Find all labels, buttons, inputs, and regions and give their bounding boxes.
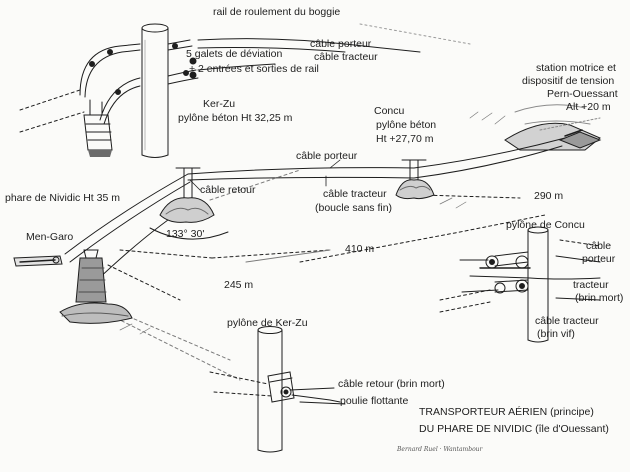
label-phare-nividic: phare de Nividic Ht 35 m xyxy=(5,192,120,204)
kerzu-top-pylon-drawing xyxy=(19,23,471,158)
label-concu-porteur: porteur xyxy=(582,253,616,265)
label-top-cable-tracteur: câble tracteur xyxy=(314,51,378,63)
label-rail-boggie: rail de roulement du boggie xyxy=(213,6,341,18)
kerzu-detail-pylon-drawing xyxy=(209,326,346,453)
kerzu-mid-pylon-drawing xyxy=(159,167,215,223)
label-concu-brin-mort: (brin mort) xyxy=(575,292,624,304)
label-kerzu-height: pylône béton Ht 32,25 m xyxy=(178,112,293,124)
label-mid-boucle-sans-fin: (boucle sans fin) xyxy=(315,202,393,214)
artist-signature: Bernard Ruel · Wantambour xyxy=(397,446,483,453)
concu-mid-pylon-drawing xyxy=(395,159,435,200)
label-station-2: dispositif de tension xyxy=(522,75,615,87)
label-entrees-sorties-rail: + 2 entrées et sorties de rail xyxy=(189,63,319,75)
label-station-3: Pern-Ouessant xyxy=(547,88,618,100)
label-distance-290: 290 m xyxy=(534,190,564,202)
label-top-cable-porteur: câble porteur xyxy=(310,38,372,50)
label-concu-name: Concu xyxy=(374,105,405,117)
label-angle: 133° 30' xyxy=(166,228,205,240)
label-station-4: Alt +20 m xyxy=(566,101,611,113)
label-concu-detail-title: pylône de Concu xyxy=(506,219,585,231)
label-distance-410: 410 m xyxy=(345,243,375,255)
angle-arc xyxy=(149,227,229,240)
label-station-1: station motrice et xyxy=(536,62,616,74)
caption-title: TRANSPORTEUR AÉRIEN (principe) xyxy=(419,406,594,418)
label-cable-retour: câble retour xyxy=(200,184,256,196)
concu-detail-pylon-drawing xyxy=(439,226,601,343)
label-concu-tracteur: tracteur xyxy=(573,279,609,291)
label-mid-cable-porteur: câble porteur xyxy=(296,150,358,162)
label-kerzu-name: Ker-Zu xyxy=(203,98,236,110)
label-kerzu-detail-title: pylône de Ker-Zu xyxy=(227,317,308,329)
label-distance-245: 245 m xyxy=(224,279,254,291)
caption-subtitle: DU PHARE DE NIVIDIC (île d'Ouessant) xyxy=(419,423,609,435)
label-concu-brin-vif: (brin vif) xyxy=(537,328,575,340)
rock-hatching xyxy=(119,111,506,335)
label-concu-type: pylône béton xyxy=(376,119,437,131)
main-cables-drawing xyxy=(64,137,566,381)
label-retour-brin-mort: câble retour (brin mort) xyxy=(338,378,445,390)
phare-drawing xyxy=(13,249,133,324)
label-concu-cable: câble xyxy=(586,240,612,252)
label-galets-deviation: 5 galets de déviation xyxy=(186,48,283,60)
label-concu-cable-tracteur: câble tracteur xyxy=(535,315,599,327)
label-mid-cable-tracteur: câble tracteur xyxy=(323,188,387,200)
label-poulie-flottante: poulie flottante xyxy=(340,395,409,407)
label-concu-height: Ht +27,70 m xyxy=(376,133,434,145)
label-men-garo: Men-Garo xyxy=(26,231,74,243)
station-motrice-drawing xyxy=(504,104,602,151)
